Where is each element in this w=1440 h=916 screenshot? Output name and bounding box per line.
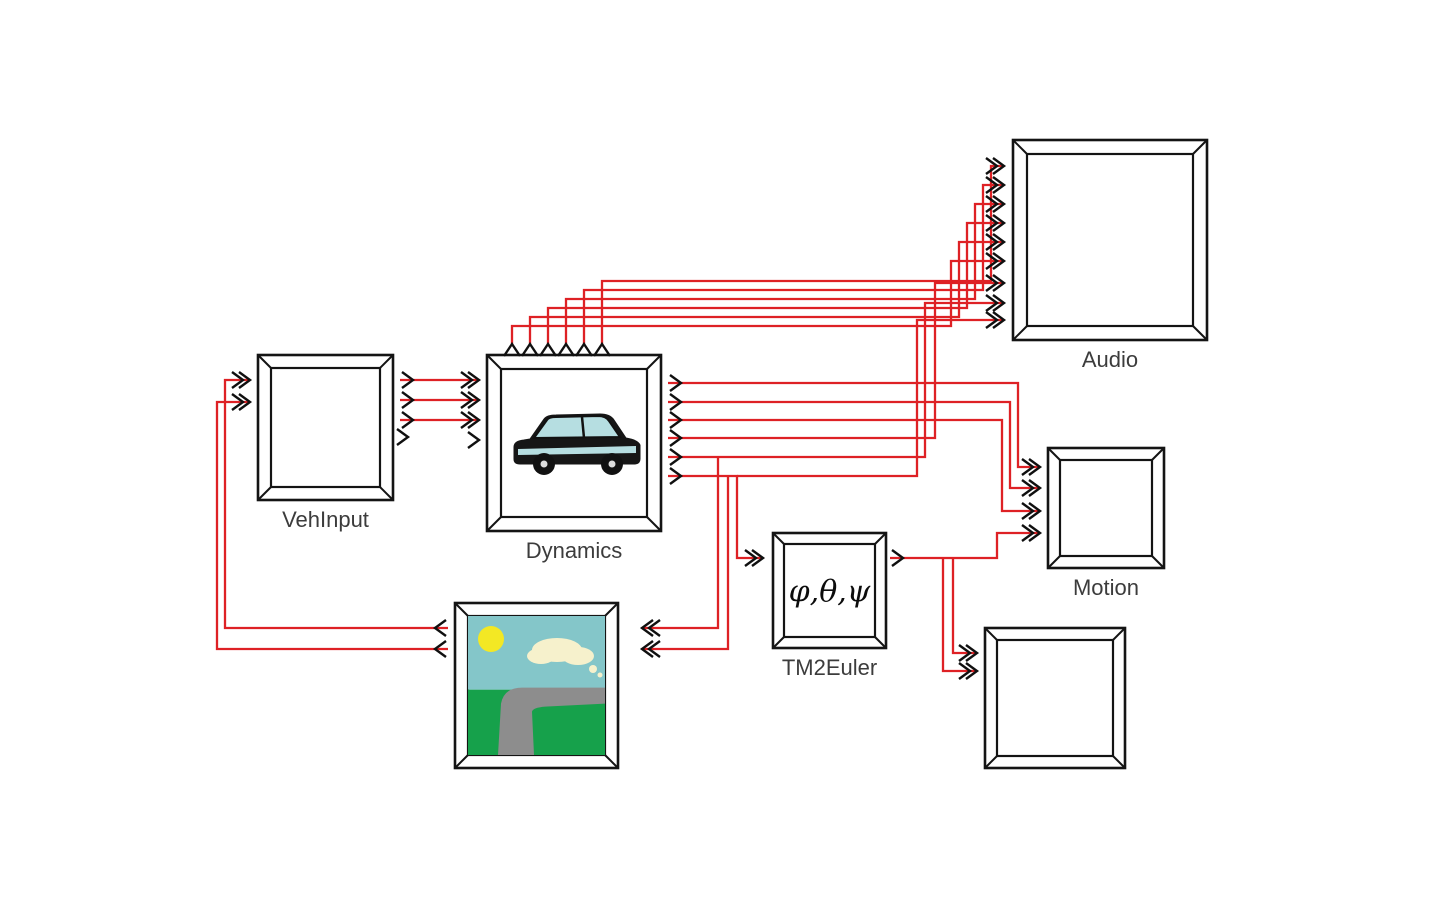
dynamics-to-audio-7-outport-arrow <box>669 429 684 447</box>
dynamics-to-motion-2-inport-arrow <box>1021 479 1043 497</box>
sun-icon <box>478 626 504 652</box>
dynamics-to-audio-7-inport-arrow <box>985 274 1007 292</box>
block-vehinput[interactable] <box>256 353 395 502</box>
feedback-audio-5-inport-arrow <box>985 233 1007 251</box>
block-motion[interactable] <box>1046 446 1166 570</box>
wire-dynamics-to-motion-1 <box>668 381 1040 469</box>
feedback-audio-4-down-arrow <box>539 341 557 357</box>
wire-scene-to-vehinput-1 <box>223 378 448 630</box>
dynamics-to-tm2euler-outport-arrow <box>669 467 684 485</box>
feedback-audio-2-inport-arrow <box>985 176 1007 194</box>
wire-feedback-audio-4 <box>546 221 1004 344</box>
dynamics-to-audio-8-inport-arrow <box>985 294 1007 312</box>
wire-feedback-audio-6 <box>510 259 1004 344</box>
dynamics-branch-scene-1-inport-arrow <box>639 619 661 637</box>
feedback-audio-1-inport-arrow <box>985 157 1007 175</box>
wire-dynamics-to-motion-3 <box>668 418 1040 513</box>
dynamics-to-tm2euler-inport-arrow <box>744 549 766 567</box>
block-sink[interactable] <box>983 626 1127 770</box>
wire-dynamics-to-tm2euler <box>668 474 763 560</box>
scene-to-vehinput-1-outport-arrow <box>432 619 447 637</box>
dynamics-to-audio-8-outport-arrow <box>669 448 684 466</box>
block-scene[interactable] <box>453 601 620 770</box>
feedback-audio-2-down-arrow <box>575 341 593 357</box>
dynamics-to-motion-2-outport-arrow <box>669 393 684 411</box>
vehinput-label: VehInput <box>282 507 369 532</box>
audio-label: Audio <box>1082 347 1138 372</box>
tm2euler-to-motion-outport-arrow <box>891 549 906 567</box>
feedback-audio-6-inport-arrow <box>985 252 1007 270</box>
feedback-audio-6-down-arrow <box>503 341 521 357</box>
feedback-audio-5-down-arrow <box>521 341 539 357</box>
wire-dynamics-branch-scene-1 <box>642 457 720 630</box>
block-dynamics[interactable] <box>485 353 663 533</box>
dynamics-to-motion-3-inport-arrow <box>1021 502 1043 520</box>
feedback-audio-3-inport-arrow <box>985 195 1007 213</box>
wire-tm2euler-branch-sink-1 <box>951 558 977 655</box>
feedback-audio-4-inport-arrow <box>985 214 1007 232</box>
vehinput-to-dynamics-2-inport-arrow <box>460 391 482 409</box>
wire-dynamics-to-audio-8 <box>668 301 1004 459</box>
wire-feedback-audio-3 <box>564 202 1004 344</box>
scene-to-vehinput-2-outport-arrow <box>432 640 447 658</box>
tm2euler-to-motion-inport-arrow <box>1021 524 1043 542</box>
scene-to-vehinput-1-inport-arrow <box>231 371 253 389</box>
wire-dynamics-branch-scene-2 <box>642 476 730 651</box>
motion-label: Motion <box>1073 575 1139 600</box>
road-scene-image <box>468 616 605 755</box>
feedback-audio-3-down-arrow <box>557 341 575 357</box>
dynamics-unused-inport <box>467 431 482 449</box>
scene-to-vehinput-2-inport-arrow <box>231 393 253 411</box>
vehinput-to-dynamics-2-outport-arrow <box>401 391 416 409</box>
dynamics-to-motion-1-inport-arrow <box>1021 458 1043 476</box>
block-audio[interactable] <box>1011 138 1209 342</box>
wire-dynamics-to-audio-7 <box>668 281 1004 440</box>
vehinput-to-dynamics-1-inport-arrow <box>460 371 482 389</box>
dynamics-to-motion-1-outport-arrow <box>669 374 684 392</box>
dynamics-label: Dynamics <box>526 538 623 563</box>
cloud-icon <box>527 638 603 678</box>
vehinput-to-dynamics-1-outport-arrow <box>401 371 416 389</box>
tm2euler-label: TM2Euler <box>782 655 877 680</box>
tm2euler-branch-sink-1-inport-arrow <box>958 644 980 662</box>
tm2euler-branch-sink-2-inport-arrow <box>958 662 980 680</box>
wire-scene-to-vehinput-2 <box>215 400 448 651</box>
wire-dynamics-branch-audio-9 <box>737 318 1004 478</box>
wire-dynamics-to-motion-2 <box>668 400 1040 490</box>
vehinput-to-dynamics-3-outport-arrow <box>401 411 416 429</box>
dynamics-to-motion-3-outport-arrow <box>669 411 684 429</box>
block-tm2euler[interactable]: φ,θ,ψ <box>771 531 888 650</box>
vehinput-unused-outport <box>396 428 411 446</box>
dynamics-branch-audio-9-inport-arrow <box>985 311 1007 329</box>
tm2euler-math-text: φ,θ,ψ <box>789 575 871 610</box>
vehinput-to-dynamics-3-inport-arrow <box>460 411 482 429</box>
wire-tm2euler-branch-sink-2 <box>941 558 977 673</box>
feedback-audio-1-down-arrow <box>593 341 611 357</box>
dynamics-branch-scene-2-inport-arrow <box>639 640 661 658</box>
wire-tm2euler-to-motion <box>890 531 1040 560</box>
car-icon <box>513 413 641 475</box>
